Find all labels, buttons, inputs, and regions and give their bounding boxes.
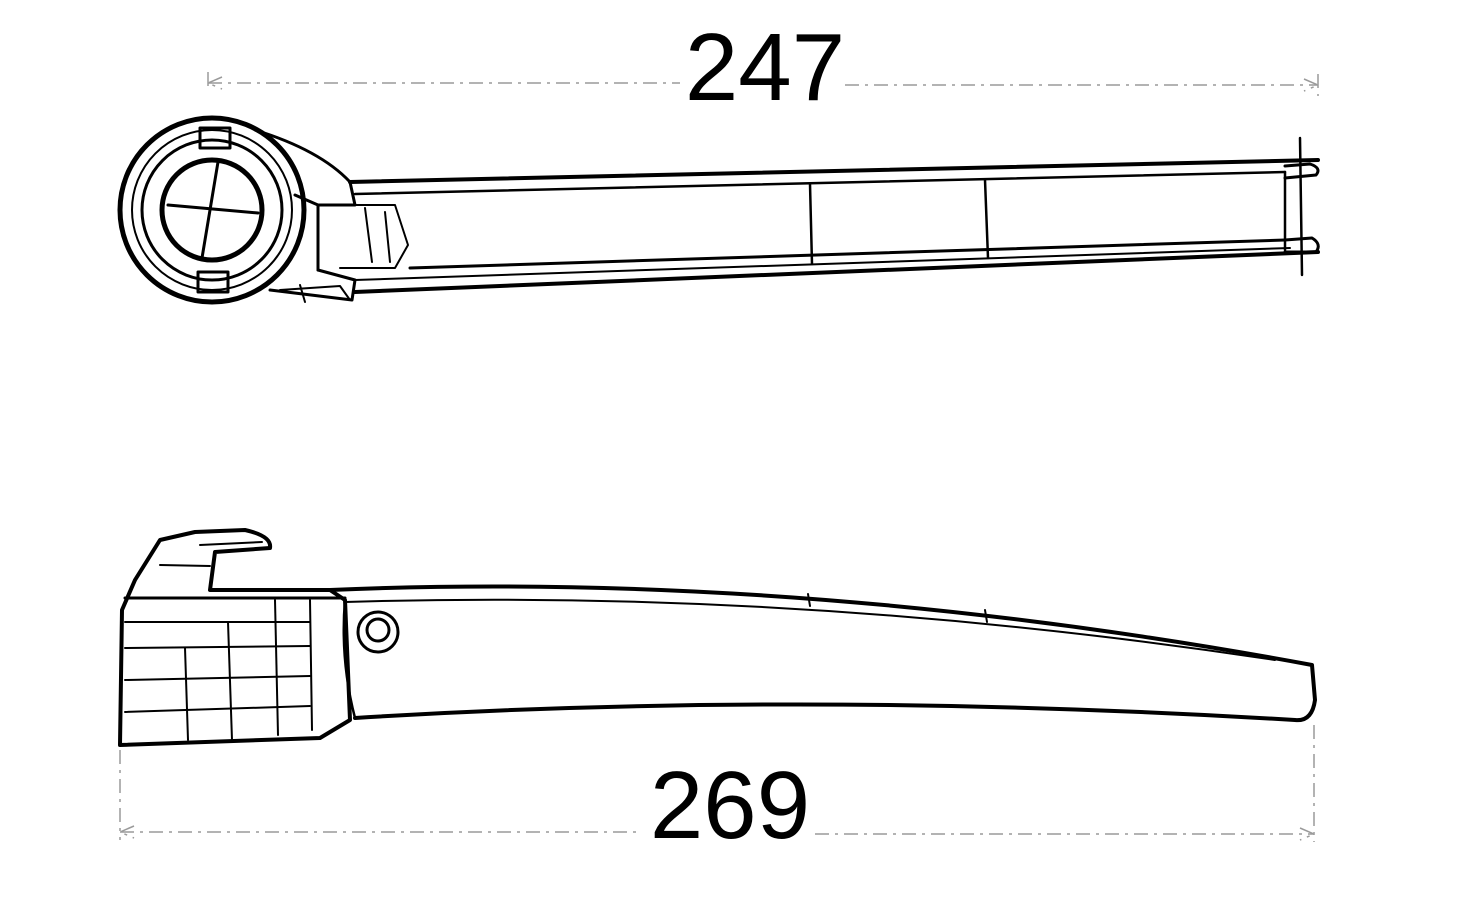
hub-vline-4 bbox=[309, 599, 313, 731]
neck-clip bbox=[339, 204, 409, 269]
arm-lower-inner bbox=[354, 247, 1291, 281]
neck-upper bbox=[253, 128, 357, 207]
hub-vline-1 bbox=[184, 647, 189, 741]
tip-lower bbox=[1283, 236, 1320, 254]
hub-notch-top bbox=[198, 126, 232, 150]
wiper-arm-top-view bbox=[117, 115, 1320, 305]
arm-side-tick-1 bbox=[807, 593, 811, 607]
top-dimension-value: 247 bbox=[685, 14, 845, 121]
hub-vline-2 bbox=[227, 621, 233, 741]
bottom-dimension: 269 bbox=[118, 725, 1316, 859]
hub-line-5 bbox=[124, 705, 311, 713]
hub-cross-h bbox=[166, 203, 260, 215]
arm-side-joint bbox=[342, 598, 357, 720]
arm-mid-edge bbox=[408, 238, 1287, 270]
bottom-dimension-arrow-left bbox=[118, 825, 135, 839]
hub-line-4 bbox=[124, 675, 311, 681]
arm-rib-2 bbox=[983, 178, 990, 260]
tip-upper bbox=[1283, 162, 1320, 180]
hub-ring-2 bbox=[131, 129, 293, 291]
top-dimension: 247 bbox=[206, 14, 1320, 121]
hub-cross-v bbox=[200, 160, 220, 260]
hub-outer-ring bbox=[117, 115, 307, 305]
wiper-arm-side-view bbox=[118, 528, 1317, 747]
arm-bottom-edge bbox=[353, 250, 1320, 294]
neck-clip-ribs bbox=[364, 207, 391, 263]
bottom-dimension-arrow-right bbox=[1299, 827, 1316, 841]
neck-lower-detail bbox=[279, 284, 351, 303]
arm-rib-1 bbox=[808, 182, 814, 266]
tip-pin bbox=[1298, 136, 1304, 277]
arm-side-inner-edge bbox=[344, 598, 1276, 661]
arm-side-tick-2 bbox=[984, 609, 988, 623]
hub-cap-lines bbox=[159, 541, 263, 567]
arm-top-inner bbox=[353, 170, 1287, 196]
neck-lower bbox=[268, 268, 357, 302]
arm-side-outline bbox=[328, 584, 1317, 723]
hub-ring-3 bbox=[140, 138, 284, 282]
hub-line-3 bbox=[124, 645, 311, 649]
top-dimension-arrow-left bbox=[206, 76, 223, 90]
bottom-dimension-value: 269 bbox=[650, 752, 810, 859]
hub-vline-3 bbox=[274, 599, 279, 736]
hub-notch-bottom bbox=[196, 270, 230, 294]
rivet-inner bbox=[365, 617, 391, 643]
hub-block-outline bbox=[118, 528, 352, 747]
hub-inner-ring bbox=[159, 157, 265, 263]
rivet-outer bbox=[356, 610, 400, 654]
top-dimension-arrow-right bbox=[1303, 78, 1320, 92]
arm-top-edge bbox=[348, 158, 1320, 184]
